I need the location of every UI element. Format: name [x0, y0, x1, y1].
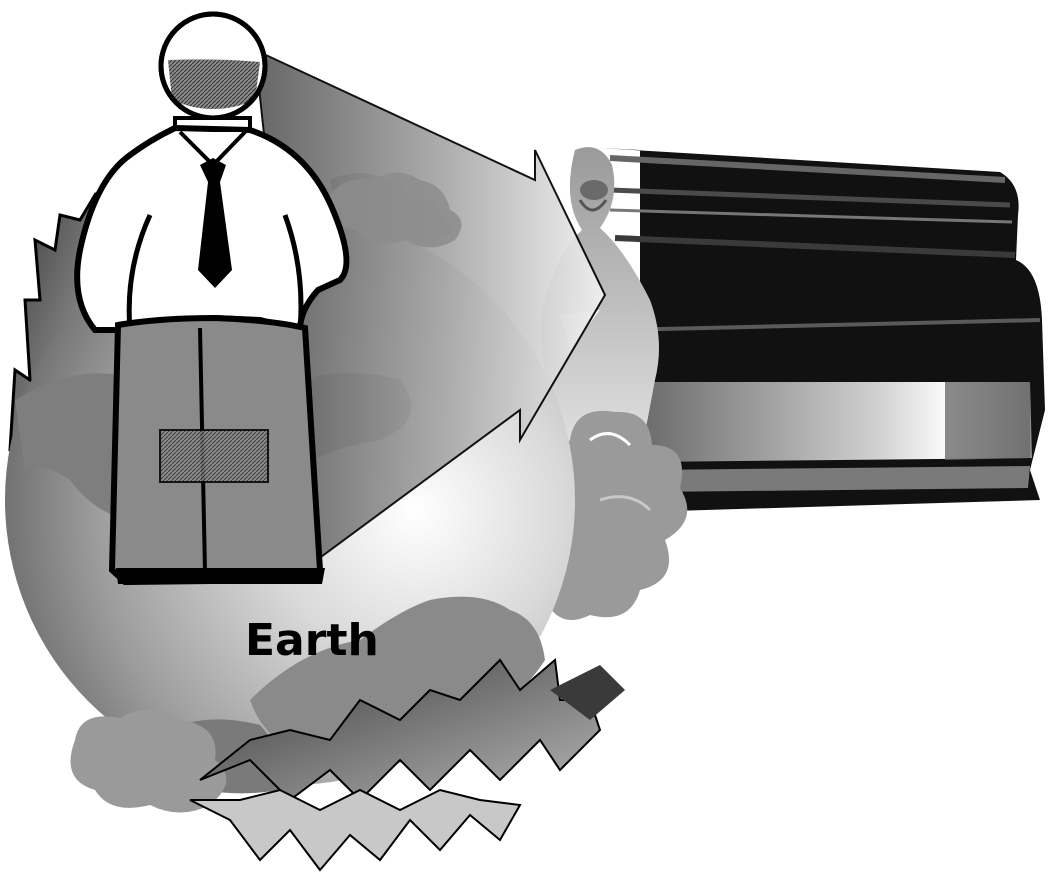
- earth-label: Earth: [245, 615, 379, 666]
